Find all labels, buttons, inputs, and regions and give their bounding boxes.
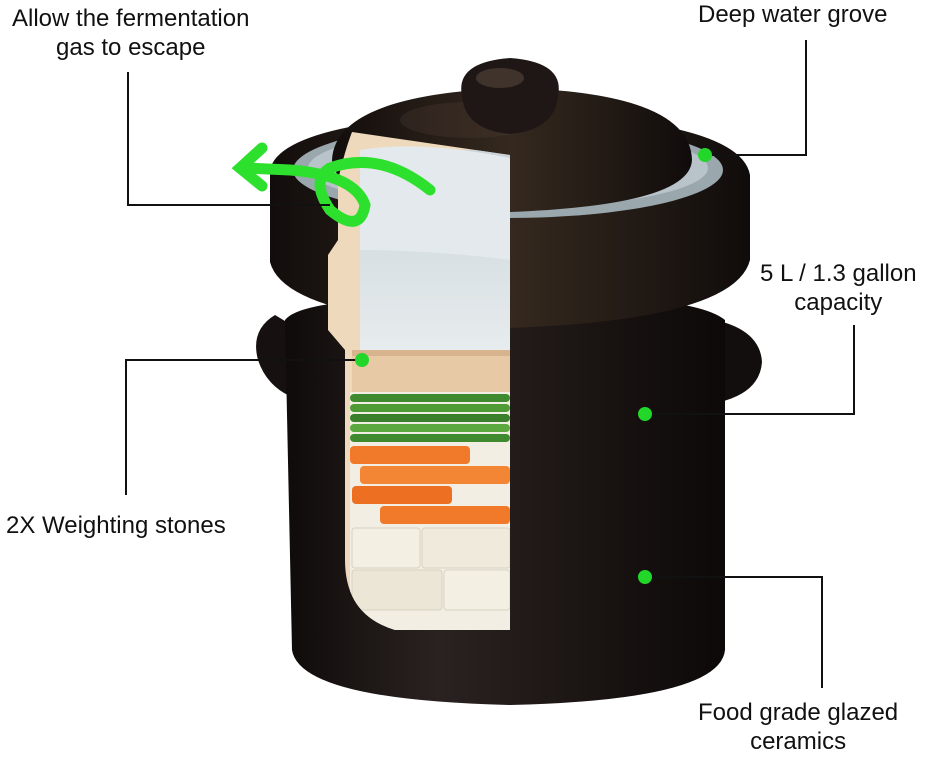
callout-gas-escape: Allow the fermentation gas to escape bbox=[12, 4, 249, 62]
callout-ceramics-line2: ceramics bbox=[750, 728, 847, 755]
green-dot-icon bbox=[638, 407, 652, 421]
green-bean bbox=[350, 404, 510, 412]
green-dot-icon bbox=[698, 148, 712, 162]
leader-line-gas bbox=[127, 72, 330, 206]
knob-highlight bbox=[476, 68, 524, 88]
radish-block bbox=[351, 527, 421, 569]
green-bean bbox=[350, 394, 510, 402]
carrot-stick bbox=[350, 446, 470, 464]
callout-weighting-stones-line1: 2X Weighting stones bbox=[6, 512, 226, 539]
callout-ceramics-line1: Food grade glazed bbox=[698, 699, 899, 726]
radish-block bbox=[443, 569, 510, 611]
callout-capacity-line2: capacity bbox=[794, 289, 883, 316]
leader-lines bbox=[125, 40, 855, 688]
radish-block bbox=[351, 569, 443, 611]
carrot-stick bbox=[352, 486, 452, 504]
right-handle bbox=[715, 320, 762, 402]
green-bean bbox=[350, 434, 510, 442]
weighting-stone bbox=[352, 350, 510, 392]
leader-line-ceramics bbox=[645, 576, 823, 688]
callout-ceramics: Food grade glazed ceramics bbox=[698, 698, 898, 756]
radish-block bbox=[421, 527, 510, 569]
leader-line-capacity bbox=[645, 325, 855, 415]
callout-gas-escape-line2: gas to escape bbox=[56, 34, 206, 61]
callout-capacity-line1: 5 L / 1.3 gallon bbox=[760, 260, 917, 287]
markers bbox=[355, 148, 712, 584]
green-dot-icon bbox=[355, 353, 369, 367]
cutaway-section bbox=[328, 132, 510, 630]
callout-water-grove-line1: Deep water grove bbox=[698, 1, 888, 28]
callout-water-grove: Deep water grove bbox=[698, 0, 887, 29]
green-bean bbox=[350, 414, 510, 422]
callout-capacity: 5 L / 1.3 gallon capacity bbox=[760, 259, 917, 317]
leader-line-stones bbox=[125, 359, 362, 495]
curved-arrow-icon bbox=[231, 142, 436, 227]
callout-gas-escape-line1: Allow the fermentation bbox=[12, 5, 250, 32]
callout-weighting-stones: 2X Weighting stones bbox=[6, 511, 226, 540]
leader-line-grove bbox=[705, 40, 807, 156]
carrot-stick bbox=[360, 466, 510, 484]
carrot-stick bbox=[380, 506, 510, 524]
green-bean bbox=[350, 424, 510, 432]
green-dot-icon bbox=[638, 570, 652, 584]
